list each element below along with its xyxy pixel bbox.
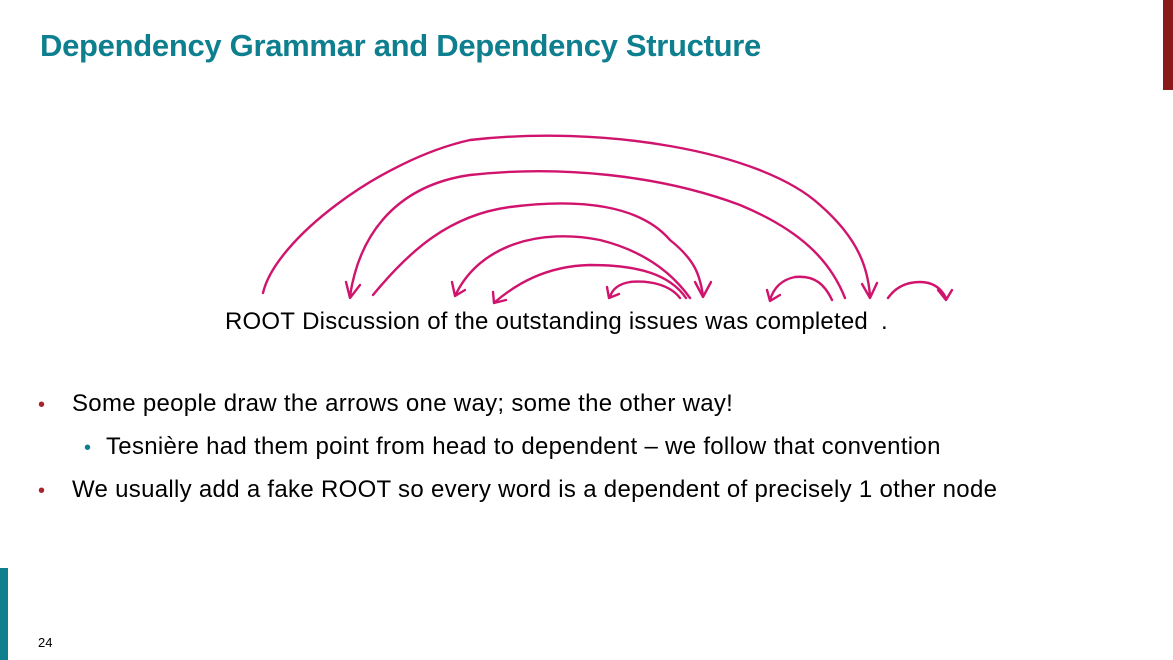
sub-bullet-marker: • bbox=[84, 437, 92, 459]
slide-title: Dependency Grammar and Dependency Struct… bbox=[40, 28, 761, 63]
arc-completed-discussion bbox=[348, 170, 847, 300]
word-of: of bbox=[427, 308, 448, 335]
arc-completed-period bbox=[886, 280, 948, 300]
arc-discussion-issues bbox=[371, 202, 705, 298]
sub-bullet-item: Tesnière had them point from head to dep… bbox=[106, 433, 941, 460]
word-issues: issues bbox=[628, 308, 699, 335]
bullet-item: Some people draw the arrows one way; som… bbox=[72, 390, 734, 417]
arrowhead bbox=[450, 280, 467, 298]
accent-bar-teal bbox=[0, 568, 8, 660]
arc-completed-was bbox=[768, 275, 834, 302]
word-the: the bbox=[454, 308, 489, 335]
bullet-item: We usually add a fake ROOT so every word… bbox=[72, 476, 998, 503]
arrowhead bbox=[693, 280, 713, 299]
word-outstanding: outstanding bbox=[495, 308, 622, 335]
word-discussion: Discussion bbox=[302, 308, 421, 335]
arc-issues-outstanding bbox=[608, 280, 682, 300]
arc-issues-of bbox=[454, 235, 692, 300]
arrowhead bbox=[605, 285, 621, 300]
bullet-marker: • bbox=[38, 480, 46, 502]
word-root: ROOT bbox=[225, 308, 296, 335]
arrowhead bbox=[936, 288, 954, 302]
arc-root-completed bbox=[261, 134, 872, 298]
word-was: was bbox=[705, 308, 749, 335]
page-number: 24 bbox=[38, 635, 53, 650]
word-completed: completed bbox=[755, 308, 868, 335]
arrowhead bbox=[765, 288, 782, 303]
accent-bar-red bbox=[1163, 0, 1173, 90]
word-period: . bbox=[880, 308, 888, 335]
bullet-marker: • bbox=[38, 394, 46, 416]
arrowhead bbox=[491, 290, 508, 305]
arrowhead bbox=[860, 281, 879, 300]
dependency-arcs-diagram bbox=[261, 134, 954, 305]
arc-issues-the bbox=[493, 263, 688, 304]
arrowhead bbox=[344, 280, 362, 300]
